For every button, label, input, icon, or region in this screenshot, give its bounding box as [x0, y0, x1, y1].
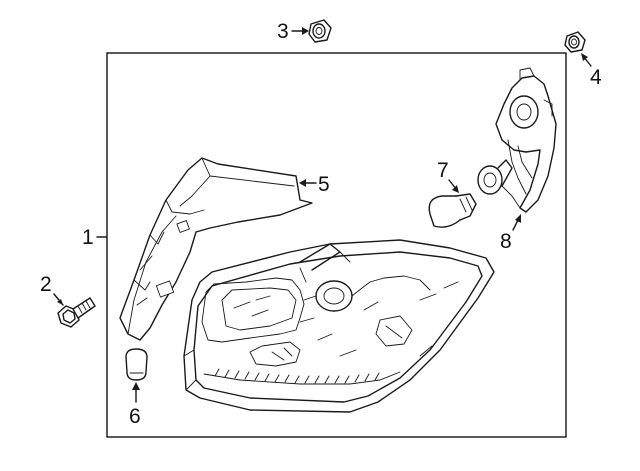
- callout-1: 1: [82, 226, 108, 249]
- callout-6-label: 6: [129, 405, 141, 428]
- side-marker-bulb-icon: [125, 348, 148, 381]
- callout-5-label: 5: [318, 173, 330, 196]
- callout-7-label: 7: [437, 159, 449, 182]
- callout-4-label: 4: [590, 66, 602, 89]
- clip-nut-icon-2: [564, 31, 586, 53]
- socket-harness-icon: [477, 67, 557, 213]
- callout-4: 4: [581, 53, 602, 89]
- callout-6: 6: [129, 382, 141, 428]
- turn-signal-bulb-icon: [428, 193, 477, 228]
- callout-8: 8: [500, 214, 521, 253]
- bracket-icon: [119, 157, 313, 341]
- callout-3-label: 3: [277, 20, 289, 43]
- callout-5: 5: [299, 173, 330, 196]
- clip-nut-icon: [308, 19, 332, 43]
- assembly-frame: [106, 52, 567, 438]
- headlamp-assembly-icon: [183, 239, 495, 413]
- callout-7: 7: [437, 159, 459, 193]
- callout-3: 3: [277, 20, 309, 43]
- callout-8-label: 8: [500, 230, 512, 253]
- callout-2: 2: [40, 273, 64, 306]
- callout-1-label: 1: [82, 226, 94, 249]
- callout-2-label: 2: [40, 273, 52, 296]
- bolt-icon: [57, 297, 96, 328]
